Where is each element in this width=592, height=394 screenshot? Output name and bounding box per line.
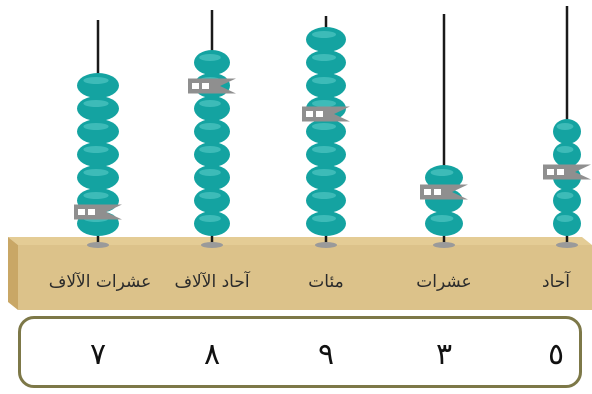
clip-hundreds xyxy=(302,106,350,122)
abacus-base-front xyxy=(18,245,592,310)
bead xyxy=(425,165,463,190)
bead xyxy=(77,96,119,121)
bead xyxy=(306,50,346,75)
bead xyxy=(306,188,346,213)
bead xyxy=(306,119,346,144)
rod-foot-ones xyxy=(556,242,578,248)
bead xyxy=(553,211,581,236)
clip-tens xyxy=(420,184,468,200)
bead xyxy=(194,96,230,121)
digit-hundreds: ٩ xyxy=(317,337,335,372)
digit-ones: ٥ xyxy=(547,337,565,372)
bead xyxy=(194,50,230,75)
digit-tens: ٣ xyxy=(435,337,453,372)
bead xyxy=(194,211,230,236)
place-label-tens: عشرات xyxy=(416,272,472,292)
bead xyxy=(194,165,230,190)
digit-thousands: ٨ xyxy=(203,337,221,372)
bead xyxy=(553,188,581,213)
rod-foot-ten-thousands xyxy=(87,242,109,248)
abacus-base-side xyxy=(8,237,18,310)
place-label-hundreds: مئات xyxy=(308,272,344,292)
bead xyxy=(77,73,119,98)
bead xyxy=(306,165,346,190)
bead xyxy=(306,142,346,167)
clip-ten-thousands xyxy=(74,204,122,220)
bead xyxy=(306,211,346,236)
bead xyxy=(306,73,346,98)
bead xyxy=(553,119,581,144)
place-label-ones: آحاد xyxy=(542,272,570,292)
number-value-box xyxy=(18,316,582,388)
bead xyxy=(194,188,230,213)
bead xyxy=(77,119,119,144)
rod-foot-thousands xyxy=(201,242,223,248)
clip-ones xyxy=(543,164,591,180)
place-label-thousands: آحاد الآلاف xyxy=(174,272,250,292)
rod-foot-hundreds xyxy=(315,242,337,248)
rod-foot-tens xyxy=(433,242,455,248)
bead xyxy=(77,165,119,190)
clip-thousands xyxy=(188,78,236,94)
bead xyxy=(306,27,346,52)
bead xyxy=(553,142,581,167)
digit-ten-thousands: ٧ xyxy=(89,337,107,372)
bead xyxy=(194,119,230,144)
bead xyxy=(77,142,119,167)
place-label-ten-thousands: عشرات الآلاف xyxy=(48,272,152,292)
bead xyxy=(194,142,230,167)
bead xyxy=(425,211,463,236)
